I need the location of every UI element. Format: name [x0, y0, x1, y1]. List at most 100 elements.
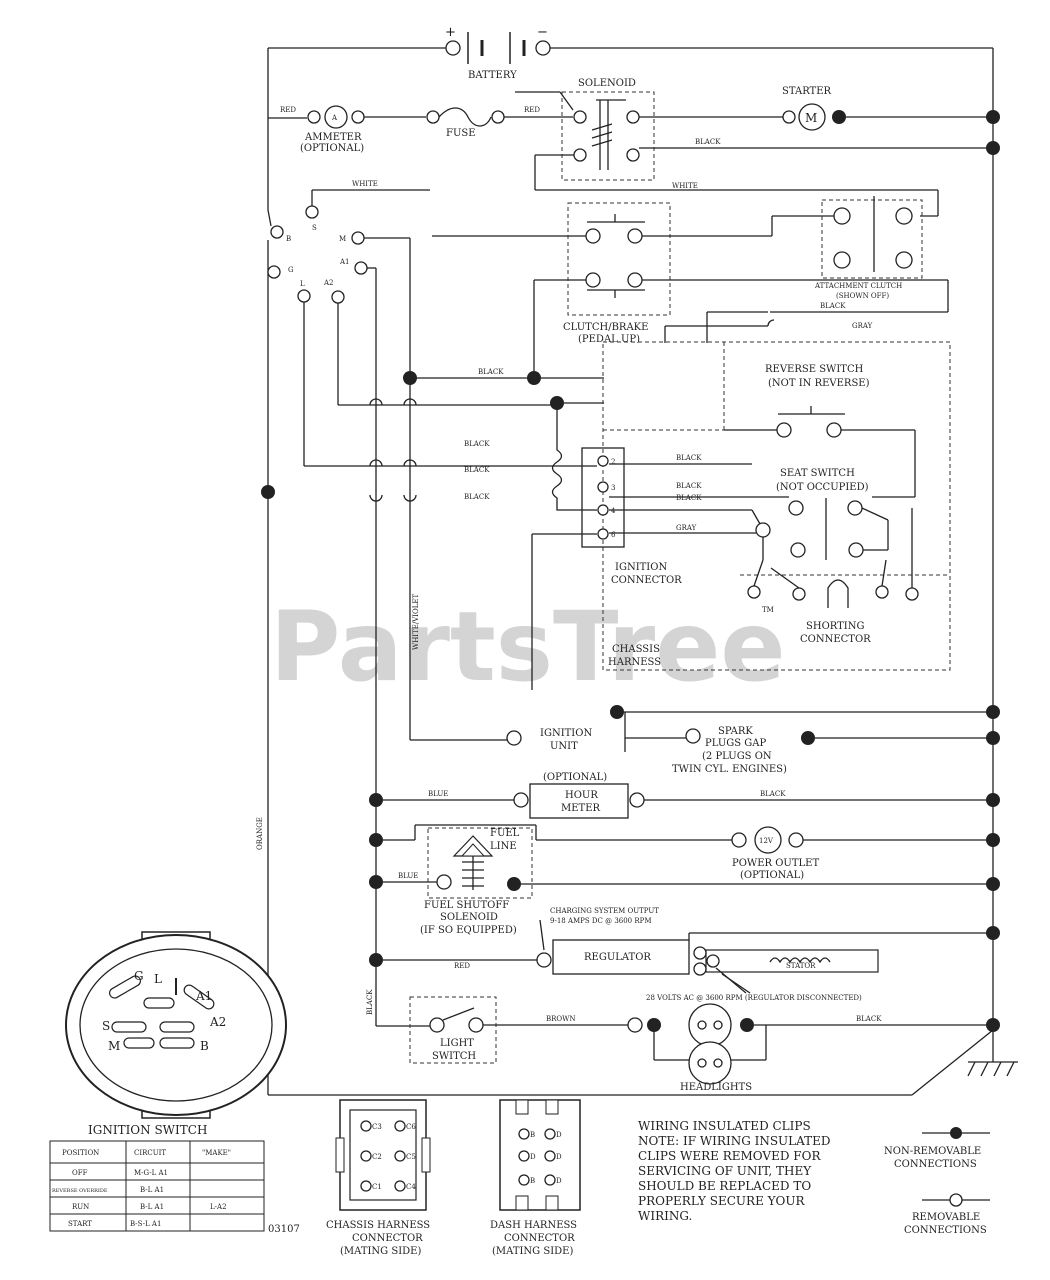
charging-label-2: 9-18 AMPS DC @ 3600 RPM	[550, 917, 652, 925]
svg-text:CONNECTOR: CONNECTOR	[800, 634, 871, 645]
ignition-unit: IGNITION UNIT	[506, 712, 686, 752]
chassis-harness-label: CHASSIS	[612, 644, 660, 655]
node	[527, 371, 541, 385]
battery-plus: +	[445, 25, 456, 40]
battery-label: BATTERY	[468, 70, 517, 81]
svg-text:PROPERLY SECURE YOUR: PROPERLY SECURE YOUR	[638, 1194, 806, 1208]
wire-black: BLACK	[464, 466, 490, 474]
svg-text:M-G-L A1: M-G-L A1	[134, 1169, 168, 1177]
seat-switch-note: (NOT OCCUPIED)	[776, 482, 869, 493]
node	[986, 110, 1000, 124]
svg-text:M: M	[339, 235, 346, 243]
svg-text:RED: RED	[280, 106, 296, 114]
svg-text:LINE: LINE	[490, 841, 517, 852]
svg-text:C2: C2	[372, 1153, 382, 1161]
svg-text:FUEL SHUTOFF: FUEL SHUTOFF	[424, 900, 509, 911]
node	[986, 705, 1000, 719]
svg-text:D: D	[556, 1153, 562, 1161]
headlights: HEADLIGHTS	[627, 1003, 767, 1093]
svg-text:(OPTIONAL): (OPTIONAL)	[543, 772, 607, 783]
svg-text:CONNECTOR: CONNECTOR	[611, 575, 682, 586]
battery-minus: −	[537, 25, 548, 40]
svg-text:(MATING SIDE): (MATING SIDE)	[492, 1246, 573, 1257]
solenoid: SOLENOID	[561, 78, 655, 181]
svg-text:D: D	[556, 1131, 562, 1139]
svg-text:C4: C4	[406, 1183, 416, 1191]
svg-text:WIRING.: WIRING.	[638, 1209, 692, 1223]
ignition-switch-face: G L A1 S A2 M B	[65, 931, 287, 1119]
node	[986, 877, 1000, 891]
svg-text:IGNITION: IGNITION	[615, 562, 667, 573]
svg-text:G: G	[288, 266, 294, 274]
wire-blue: BLUE	[428, 790, 448, 798]
svg-text:REVERSE OVERRIDE: REVERSE OVERRIDE	[52, 1188, 108, 1194]
svg-text:UNIT: UNIT	[550, 741, 578, 752]
svg-text:AMMETER: AMMETER	[304, 132, 362, 143]
svg-text:B: B	[286, 235, 291, 243]
svg-text:CONNECTOR: CONNECTOR	[352, 1233, 423, 1244]
svg-text:C3: C3	[372, 1123, 382, 1131]
svg-text:(PEDAL UP): (PEDAL UP)	[578, 334, 640, 345]
svg-text:SERVICING OF UNIT, THEY: SERVICING OF UNIT, THEY	[638, 1164, 812, 1178]
svg-text:RUN: RUN	[72, 1203, 89, 1211]
charging-label: CHARGING SYSTEM OUTPUT	[550, 907, 659, 915]
wire-gray: GRAY	[852, 322, 873, 330]
node	[986, 793, 1000, 807]
wire-black: BLACK	[760, 790, 786, 798]
dash-harness-connector: B D D D B D DASH HARNESS CONNECTOR (MATI…	[490, 1099, 581, 1257]
svg-text:B-S-L A1: B-S-L A1	[130, 1220, 161, 1228]
wire-black: BLACK	[676, 494, 702, 502]
svg-text:NOTE: IF WIRING INSULATED: NOTE: IF WIRING INSULATED	[638, 1134, 831, 1148]
wire-black: BLACK	[856, 1015, 882, 1023]
svg-text:S: S	[312, 224, 317, 232]
svg-text:C5: C5	[406, 1153, 416, 1161]
svg-text:G: G	[134, 969, 144, 983]
svg-text:S: S	[102, 1019, 110, 1033]
chassis-harness-label-2: HARNESS	[608, 657, 661, 668]
svg-text:OFF: OFF	[72, 1169, 88, 1177]
clutch-brake-switch: CLUTCH/BRAKE (PEDAL UP)	[563, 202, 671, 345]
wire-black: BLACK	[478, 368, 504, 376]
svg-text:CONNECTOR: CONNECTOR	[504, 1233, 575, 1244]
svg-text:A1: A1	[339, 258, 350, 266]
svg-text:B-L A1: B-L A1	[140, 1203, 164, 1211]
ignition-connector: 2 3 4 6 IGNITION CONNECTOR	[581, 447, 682, 586]
chassis-harness-connector: C3 C6 C2 C5 C1 C4 CHASSIS HARNESS CONNEC…	[326, 1099, 431, 1257]
svg-text:SHORTING: SHORTING	[806, 621, 864, 632]
stator: STATOR 28 VOLTS AC @ 3600 RPM (REGULATOR…	[646, 949, 879, 1002]
svg-text:B: B	[200, 1039, 209, 1053]
svg-text:28 VOLTS AC @ 3600 RPM (REGULA: 28 VOLTS AC @ 3600 RPM (REGULATOR DISCON…	[646, 994, 862, 1002]
svg-text:HOUR: HOUR	[565, 790, 598, 801]
watermark-tm: TM	[762, 606, 774, 614]
svg-text:A2: A2	[323, 279, 334, 287]
svg-text:B-L A1: B-L A1	[140, 1186, 164, 1194]
svg-text:TWIN CYL. ENGINES): TWIN CYL. ENGINES)	[672, 764, 787, 775]
svg-text:(IF SO EQUIPPED): (IF SO EQUIPPED)	[420, 925, 517, 936]
svg-text:CONNECTIONS: CONNECTIONS	[894, 1159, 977, 1170]
wire-orange: ORANGE	[256, 817, 264, 850]
svg-text:WIRING INSULATED CLIPS: WIRING INSULATED CLIPS	[638, 1119, 811, 1133]
svg-text:M: M	[108, 1039, 120, 1053]
svg-text:A2: A2	[209, 1015, 226, 1029]
regulator: REGULATOR	[536, 932, 993, 976]
svg-text:REMOVABLE: REMOVABLE	[912, 1212, 980, 1223]
svg-text:SWITCH: SWITCH	[432, 1051, 476, 1062]
svg-text:SPARK: SPARK	[718, 726, 753, 737]
wiring-note: WIRING INSULATED CLIPS NOTE: IF WIRING I…	[638, 1119, 831, 1223]
svg-text:SOLENOID: SOLENOID	[578, 78, 636, 89]
svg-text:L: L	[154, 972, 162, 986]
node	[403, 371, 417, 385]
svg-text:SHOULD BE REPLACED TO: SHOULD BE REPLACED TO	[638, 1179, 811, 1193]
svg-text:D: D	[530, 1153, 536, 1161]
wire-brown: BROWN	[546, 1015, 575, 1023]
node	[986, 1018, 1000, 1032]
starter: M STARTER	[782, 86, 846, 131]
reverse-switch-note: (NOT IN REVERSE)	[768, 378, 870, 389]
reverse-switch	[776, 406, 845, 438]
ammeter: A RED AMMETER (OPTIONAL)	[268, 105, 365, 154]
svg-text:SOLENOID: SOLENOID	[440, 912, 498, 923]
wire-red: RED	[524, 106, 540, 114]
ignition-switch-terminals: S B G L A2 A1 M	[267, 205, 368, 304]
svg-text:FUEL: FUEL	[490, 828, 520, 839]
